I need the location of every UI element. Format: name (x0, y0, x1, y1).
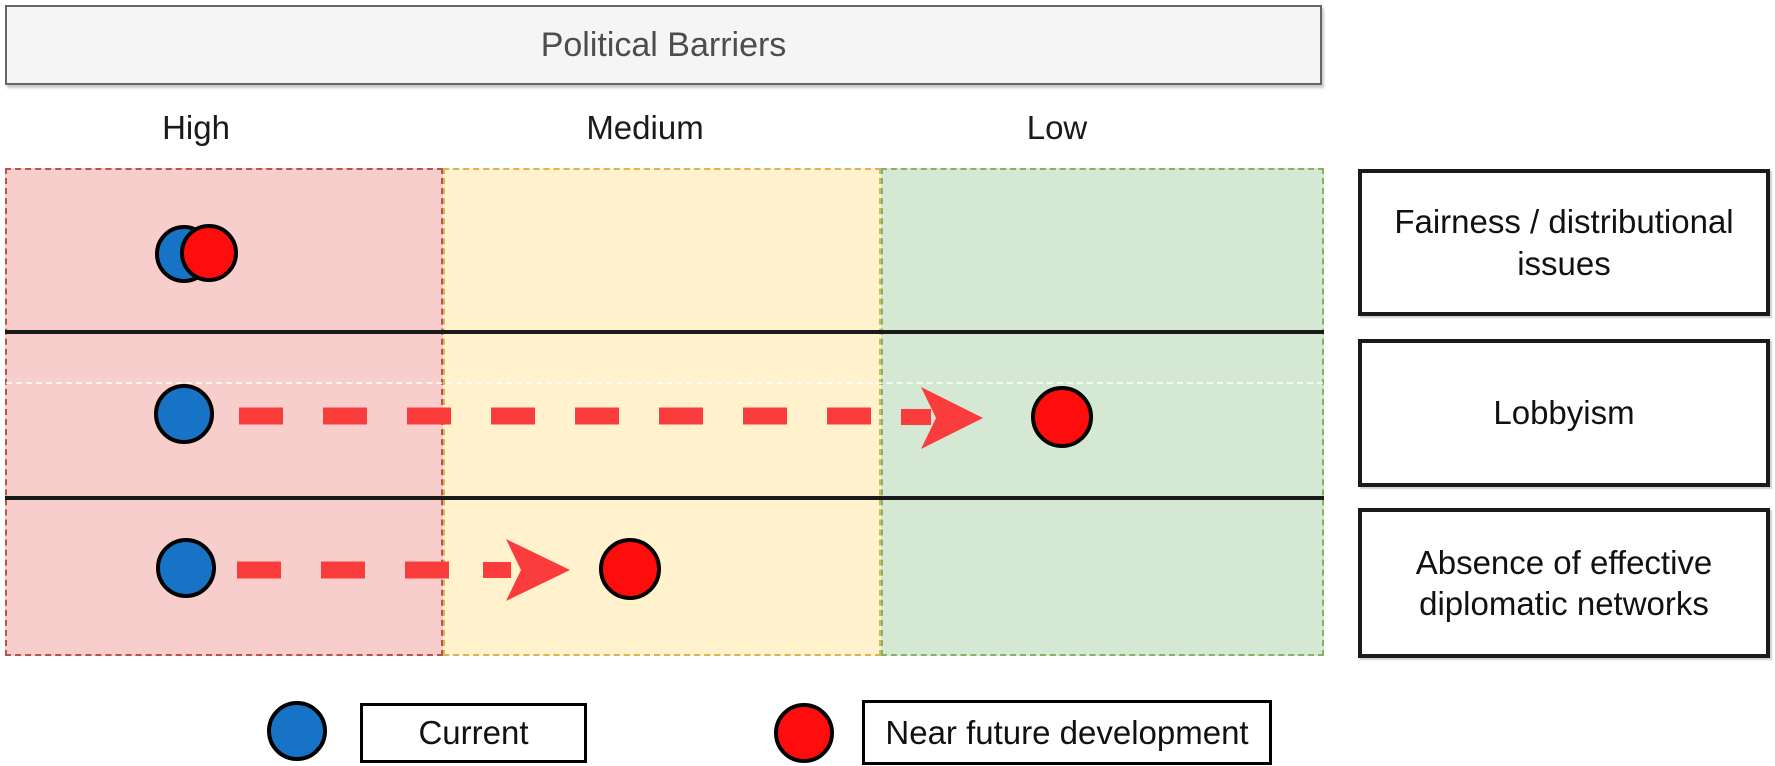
marker-current-lobbyism (154, 384, 214, 444)
row-divider-2 (5, 496, 1324, 500)
marker-future-diplomatic (599, 538, 661, 600)
legend-future-box: Near future development (862, 700, 1272, 765)
row-divider-1 (5, 330, 1324, 334)
row-label-box-lobbyism: Lobbyism (1358, 339, 1770, 487)
column-header-medium: Medium (586, 109, 704, 146)
arrow-head-diplomatic (506, 539, 570, 601)
trajectory-arrow-lobbyism (239, 387, 983, 449)
diagram-title-box: Political Barriers (5, 5, 1322, 85)
diagram-title: Political Barriers (540, 25, 787, 64)
marker-future-lobbyism (1031, 386, 1093, 448)
column-header-low: Low (1026, 109, 1088, 146)
column-header-high: High (162, 109, 230, 146)
legend-current-label: Current (418, 714, 529, 751)
legend-future-marker (774, 703, 834, 763)
legend-current-marker (267, 701, 327, 761)
row-label-diplomatic: Absence of effective diplomatic networks (1415, 543, 1713, 622)
trajectory-arrow-diplomatic (237, 539, 570, 601)
arrow-tail-lobbyism (901, 409, 931, 425)
legend-future-label: Near future development (885, 713, 1249, 751)
row-label-lobbyism: Lobbyism (1493, 394, 1635, 432)
marker-current-diplomatic (156, 538, 216, 598)
row-label-fairness: Fairness / distributional issues (1394, 203, 1734, 282)
row-label-box-fairness: Fairness / distributional issues (1358, 169, 1770, 316)
arrow-tail-diplomatic (483, 562, 511, 578)
lane-dotted-line (6, 382, 1323, 384)
legend-current-box: Current (360, 703, 587, 763)
arrow-head-lobbyism (921, 387, 983, 449)
marker-future-fairness (180, 224, 238, 282)
row-label-box-diplomatic: Absence of effective diplomatic networks (1358, 508, 1770, 658)
